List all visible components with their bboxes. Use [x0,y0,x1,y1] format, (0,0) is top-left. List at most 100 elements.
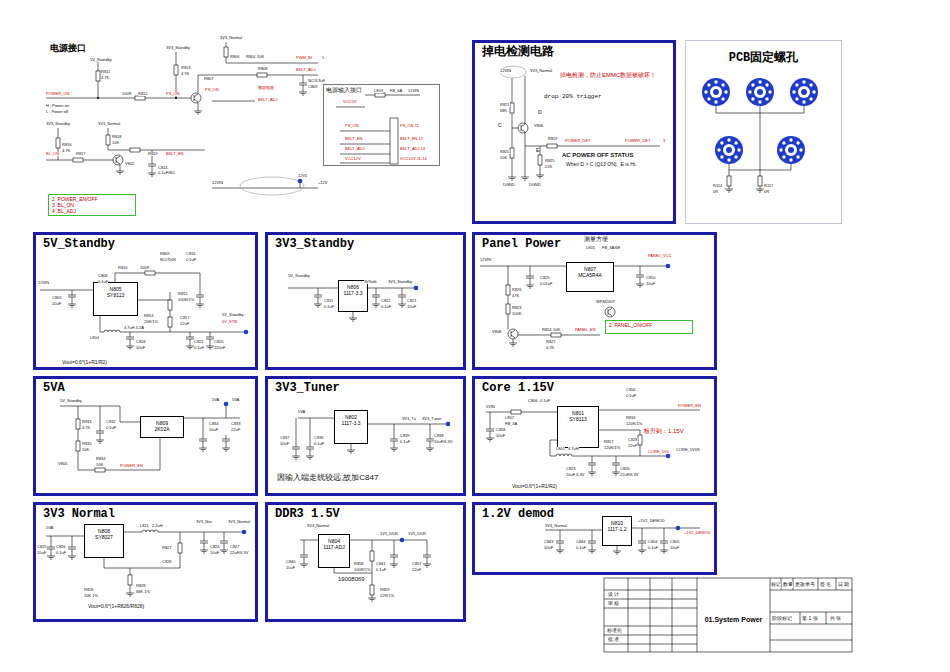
component-symbol [135,96,145,100]
schematic-label: 0.1uF [314,442,324,446]
schematic-label: 22K [545,165,552,169]
schematic-label: C820 [214,340,224,344]
schematic-label: C832 [106,420,116,424]
schematic-label: 100R [122,92,132,96]
schematic-label: C825 [540,276,550,280]
component-symbol [242,530,247,535]
schematic-label: R826 [512,288,522,292]
component-symbol [636,271,644,281]
schematic-label: 22uF [231,428,240,432]
schematic-label: L804 [90,336,99,340]
schematic-label: 10uF [280,442,289,446]
component-symbol [174,65,178,75]
section-panel: 3V3_StandbyN8061117-3.3 [265,232,466,370]
schematic-label: 5V_Standby [90,58,112,62]
part-name: N805 [96,286,135,292]
component-symbol [257,73,267,77]
schematic-label: 3V3_Tu [402,417,416,421]
section-panel: PCB固定螺孔 [685,40,842,224]
component-symbol [725,186,733,192]
component-symbol [676,526,681,531]
schematic-label: C817 [180,316,190,320]
component-symbol [68,291,76,301]
schematic-label: 第 1 张 [802,616,818,622]
schematic-label: C841 [376,562,386,566]
schematic-label: C810 [646,276,656,280]
heading: DDR3 1.5V [275,507,456,522]
schematic-label: 10K [500,156,507,160]
schematic-label: L811 [140,524,149,528]
schematic-label: 0.1uF [376,568,386,572]
schematic-label: 0.1uF [576,546,586,550]
heading: 4 BL_ADJ [52,208,132,214]
schematic-label: L801 [556,447,565,451]
component-symbol [538,155,542,165]
wire [296,418,448,447]
schematic-label: +1V2_DEMOD [638,519,665,523]
component-symbol [398,301,406,307]
component-symbol [142,530,158,532]
schematic-label: PWM_IN [296,56,312,60]
ic-chip: N8101117-1.2 [602,516,632,546]
component-symbol [349,315,357,321]
schematic-label: BKLT_EN 12 [400,137,423,141]
part-name: N806 [341,284,365,290]
section-panel: 5VAN8092K02A [33,376,258,496]
schematic-label: WPM2007 [596,300,615,304]
schematic-label: 更改单号 [795,582,815,588]
schematic-label: 3V3_Standby [166,46,190,50]
schematic-label: AC POWER OFF STATUS [562,152,633,159]
schematic-label: 10uF [52,302,61,306]
schematic-label: BKLT_ADJ [345,147,365,151]
component-symbol [104,330,120,332]
schematic-label: R813 [181,66,191,70]
component-symbol [746,78,774,106]
schematic-label: 3V3_Normal [530,69,552,73]
schematic-label: R804 [246,55,256,59]
component-symbol [660,547,668,553]
component-symbol [206,333,214,343]
component-symbol [588,469,596,475]
schematic-label: 掉电检测，防止EMMC数据被破坏！ [560,72,656,79]
part-name: MCA5R4A [569,272,611,278]
schematic-label: BKLT_EN [166,152,184,156]
schematic-label: C828 [628,438,638,442]
schematic-label: 数量 [783,582,793,588]
component-symbol [511,410,521,414]
title-block-grid [604,578,852,652]
component-symbol [372,291,380,301]
wire [336,95,420,163]
schematic-label: R809 [160,252,170,256]
component-symbol [299,79,307,89]
schematic-label: R810 [118,266,128,270]
component-symbol [370,585,374,595]
schematic-label: 1V5_DDR [408,532,426,536]
schematic-label: 120K/1% [626,422,642,426]
schematic-label: C821 [407,299,417,303]
title-block-frame [604,578,852,652]
wire [512,76,660,174]
component-symbol [106,135,110,145]
schematic-label: R806 [230,55,240,59]
schematic-label: R811 [101,70,110,74]
schematic-label: 12V1 [298,174,307,178]
component-symbol [660,537,668,547]
component-symbol [292,453,300,459]
schematic-label: R819 [148,152,158,156]
schematic-label: POWER_EN [678,404,701,408]
wire [46,42,318,108]
schematic-label: 10K 1% [84,594,98,598]
component-symbol [547,144,557,148]
schematic-label: DGND [529,183,541,187]
schematic-label: 10K [112,141,119,145]
schematic-label: 4.7K [546,346,554,350]
component-symbol [200,547,208,553]
schematic-label: 3V3_Normal [307,524,329,528]
schematic-label: C [498,123,502,129]
component-symbol [758,176,762,186]
schematic-label: 5VA [46,526,53,530]
component-symbol [423,561,431,567]
schematic-label: 47K [512,294,519,298]
schematic-label: R824 [542,328,552,332]
schematic-label: L805 [586,246,595,250]
